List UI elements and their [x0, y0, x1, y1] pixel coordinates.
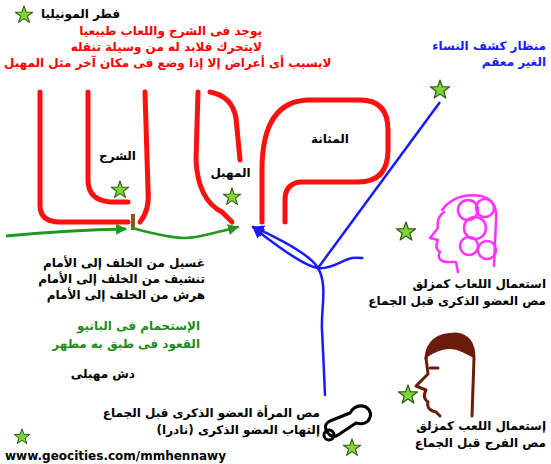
route-note: تنشيف من الخلف إلى الأمام: [38, 271, 205, 287]
figure-stroke: [464, 217, 486, 239]
organ-name: الشرج: [99, 148, 136, 165]
figure-stroke: [324, 430, 334, 440]
blue-note: الغير معقم: [482, 54, 546, 70]
connector-arrow: [132, 227, 238, 238]
title-note: فطر المونيليا: [41, 6, 120, 22]
speculum-line: [318, 102, 440, 268]
figure-stroke: [460, 237, 478, 255]
figure-stroke: [430, 367, 438, 370]
green-note: الإستحمام فى البانيو: [77, 318, 200, 334]
face-figure: استعمال اللعاب كمزلقمص العضو الذكرى قبل …: [362, 190, 548, 315]
text-group: استعمال اللعاب كمزلقمص العضو الذكرى قبل …: [368, 276, 546, 310]
route-note: غسيل من الخلف إلى الأمام: [43, 255, 205, 271]
figure-drawing: [396, 190, 548, 275]
figure-stroke: [416, 358, 440, 416]
organ-name: المهبل: [210, 165, 250, 182]
figure-stroke: [476, 199, 494, 217]
organ-label: المثانة: [299, 128, 361, 152]
organ-outline: [40, 92, 388, 222]
star-marker: [14, 6, 449, 455]
text-group: الشرج: [95, 148, 140, 165]
watermark: www.geocities.com/mmhennawy: [5, 448, 226, 464]
figure-drawing: [320, 395, 390, 443]
text-group: المثانة: [299, 131, 361, 148]
caption-line: مص المرأة العضو الذكرى قبل الجماع: [103, 405, 320, 422]
caption-line: مص العضو الذكرى قبل الجماع: [368, 293, 546, 310]
text-group: إستعمال اللعب كمزلقمص الفرج قبل الجماع: [415, 418, 546, 452]
figure-stroke: [426, 334, 474, 416]
organ-label: الشرج: [95, 148, 140, 228]
caption-line: إستعمال اللعب كمزلق: [416, 418, 546, 435]
blue-note: منظار كشف النساء: [432, 38, 546, 54]
organ-label: المهبل: [203, 165, 258, 227]
red-note: لايتحرك فلابد له من وسيلة تنقله: [71, 39, 262, 55]
text-group: المهبل: [203, 165, 258, 182]
text-group: مص المرأة العضو الذكرى قبل الجماعإلتهاب …: [103, 405, 320, 439]
face-figure: إستعمال اللعب كمزلقمص الفرج قبل الجماع: [396, 330, 548, 448]
red-note: لايسبب أى أعراض إلا إذا وضع فى مكان آخر …: [4, 55, 331, 71]
figure-stroke: [430, 212, 458, 272]
caption-line: إلتهاب العضو الذكرى (نادرا): [157, 422, 320, 439]
connector-arrow: [253, 227, 325, 395]
red-note: يوجد فى الشرج واللعاب طبيعيا: [79, 23, 262, 39]
green-arrow: [6, 229, 126, 236]
route-note: هرش من الخلف إلى الأمام: [47, 287, 205, 303]
route-note: دش مهبلى: [71, 366, 135, 382]
figure-stroke: [442, 195, 496, 266]
figure-drawing: [396, 330, 548, 418]
green-note: القعود فى طبق به مطهر: [52, 336, 200, 352]
figure-with-caption: مص المرأة العضو الذكرى قبل الجماعإلتهاب …: [70, 395, 390, 443]
caption-line: مص الفرج قبل الجماع: [415, 435, 546, 452]
figure-stroke: [478, 241, 496, 259]
caption-line: استعمال اللعاب كمزلق: [412, 276, 546, 293]
organ-name: المثانة: [311, 131, 349, 148]
